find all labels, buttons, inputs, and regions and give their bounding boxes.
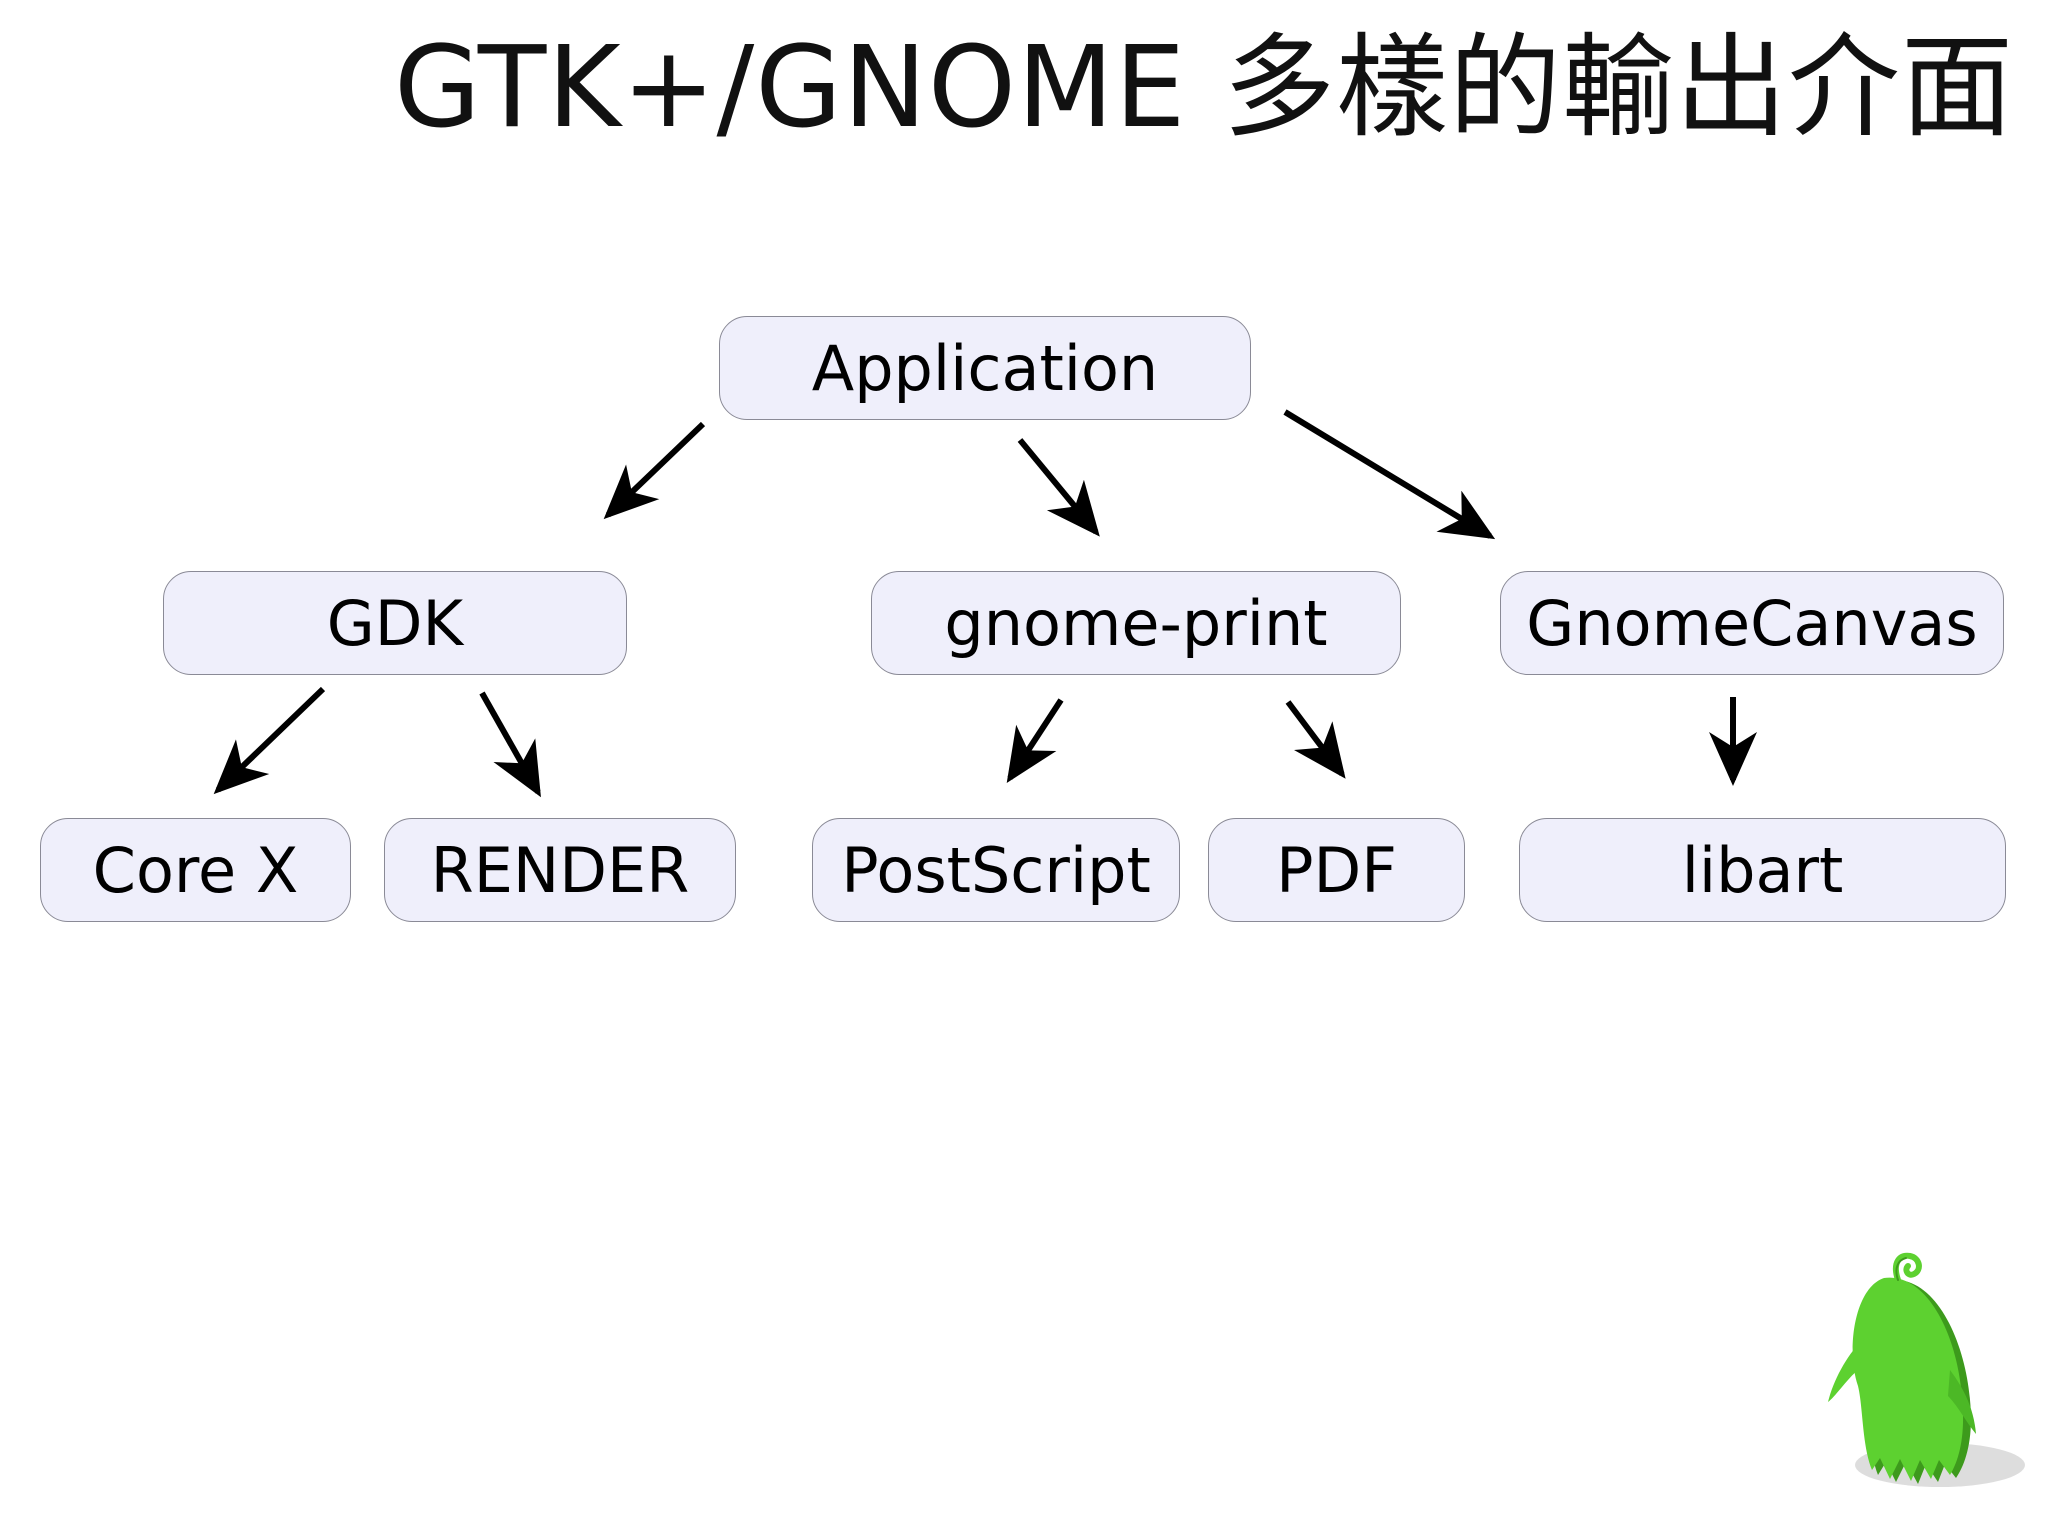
arrow-gdk-to-core-x [213, 686, 326, 795]
arrow-gdk-to-render [479, 691, 541, 798]
node-gnome-canvas: GnomeCanvas [1500, 571, 2004, 675]
arrow-application-to-gnome-canvas [1283, 409, 1496, 540]
mascot-right-arm [1948, 1370, 1976, 1434]
slide-title: GTK+/GNOME 多樣的輸出介面 [394, 23, 2014, 153]
node-libart: libart [1519, 818, 2006, 922]
node-core-x: Core X [40, 818, 351, 922]
node-gdk: GDK [163, 571, 627, 675]
mascot-antenna [1892, 1252, 1922, 1283]
mascot-left-arm [1828, 1338, 1864, 1402]
mascot-body [1852, 1277, 1964, 1481]
arrow-gnome-print-to-postscript [1006, 698, 1064, 784]
node-application: Application [719, 316, 1251, 420]
green-mascot-icon [1828, 1252, 2025, 1487]
arrow-application-to-gnome-print [1017, 438, 1100, 537]
node-pdf: PDF [1208, 818, 1465, 922]
node-postscript: PostScript [812, 818, 1180, 922]
node-render: RENDER [384, 818, 736, 922]
node-gnome-print: gnome-print [871, 571, 1401, 675]
mascot-antenna-shade [1895, 1257, 1907, 1281]
arrow-application-to-gdk [603, 421, 706, 520]
arrow-gnome-print-to-pdf [1285, 700, 1346, 779]
